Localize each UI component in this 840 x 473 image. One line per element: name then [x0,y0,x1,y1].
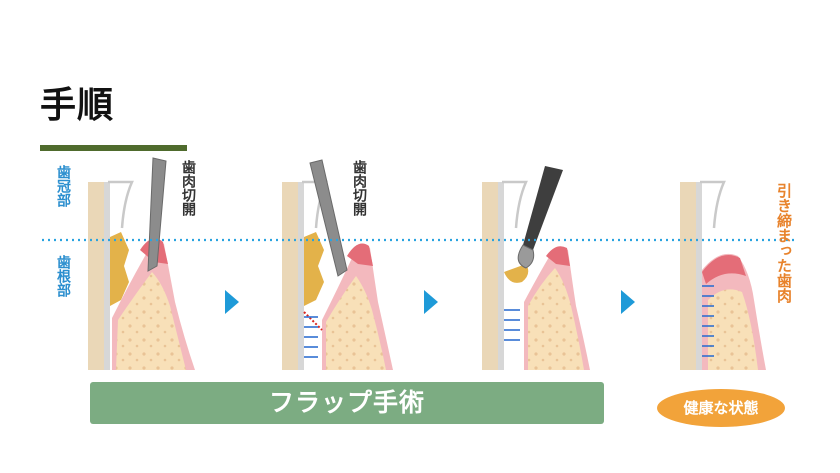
alveolar-bone [528,268,584,370]
tooth-surface [498,182,504,370]
fiber-lines [504,309,520,341]
tooth-root [88,182,109,370]
scalpel-icon [147,157,167,272]
tight-gum-label: 引き締まった歯肉 [775,183,793,303]
step-2-label: 歯肉切開 [351,160,367,216]
gum-margin [347,243,373,266]
incision-line [303,311,323,331]
arrow-right-icon [424,290,438,314]
scraped-tartar [504,264,529,283]
tartar [110,232,129,306]
procedure-banner: フラップ手術 [90,382,604,424]
tooth-crown-outline [700,180,726,229]
scalpel-icon [309,159,348,277]
tartar [304,232,324,306]
step-1-label: 歯肉切開 [180,160,196,216]
arrow-right-icon [225,290,239,314]
tooth-root [680,182,701,370]
tooth-crown-outline [502,180,528,229]
fiber-lines [304,316,318,358]
step-3-panel [482,166,590,370]
tooth-root [282,182,303,370]
gum-margin [546,246,570,266]
page-title: 手順 [40,85,115,126]
scaler-handle-icon [523,166,563,250]
root-zone-label: 歯根部 [55,255,71,297]
fiber-lines [702,285,714,357]
step-1-panel [88,157,195,370]
gum-margin [702,255,746,284]
title-underline [40,145,187,151]
arrow-right-icon [621,290,635,314]
step-2-panel [282,159,393,370]
crown-zone-label: 歯冠部 [55,165,71,207]
alveolar-bone [326,276,386,370]
alveolar-bone [708,289,758,370]
tooth-surface [298,182,304,370]
step-4-panel [680,180,766,370]
tooth-crown-outline [108,180,134,229]
alveolar-bone [116,272,186,370]
curette-tip-icon [517,244,535,269]
tooth-surface [104,182,110,370]
healthy-state-badge: 健康な状態 [657,389,785,427]
tooth-root [482,182,503,370]
tooth-surface [696,182,702,370]
